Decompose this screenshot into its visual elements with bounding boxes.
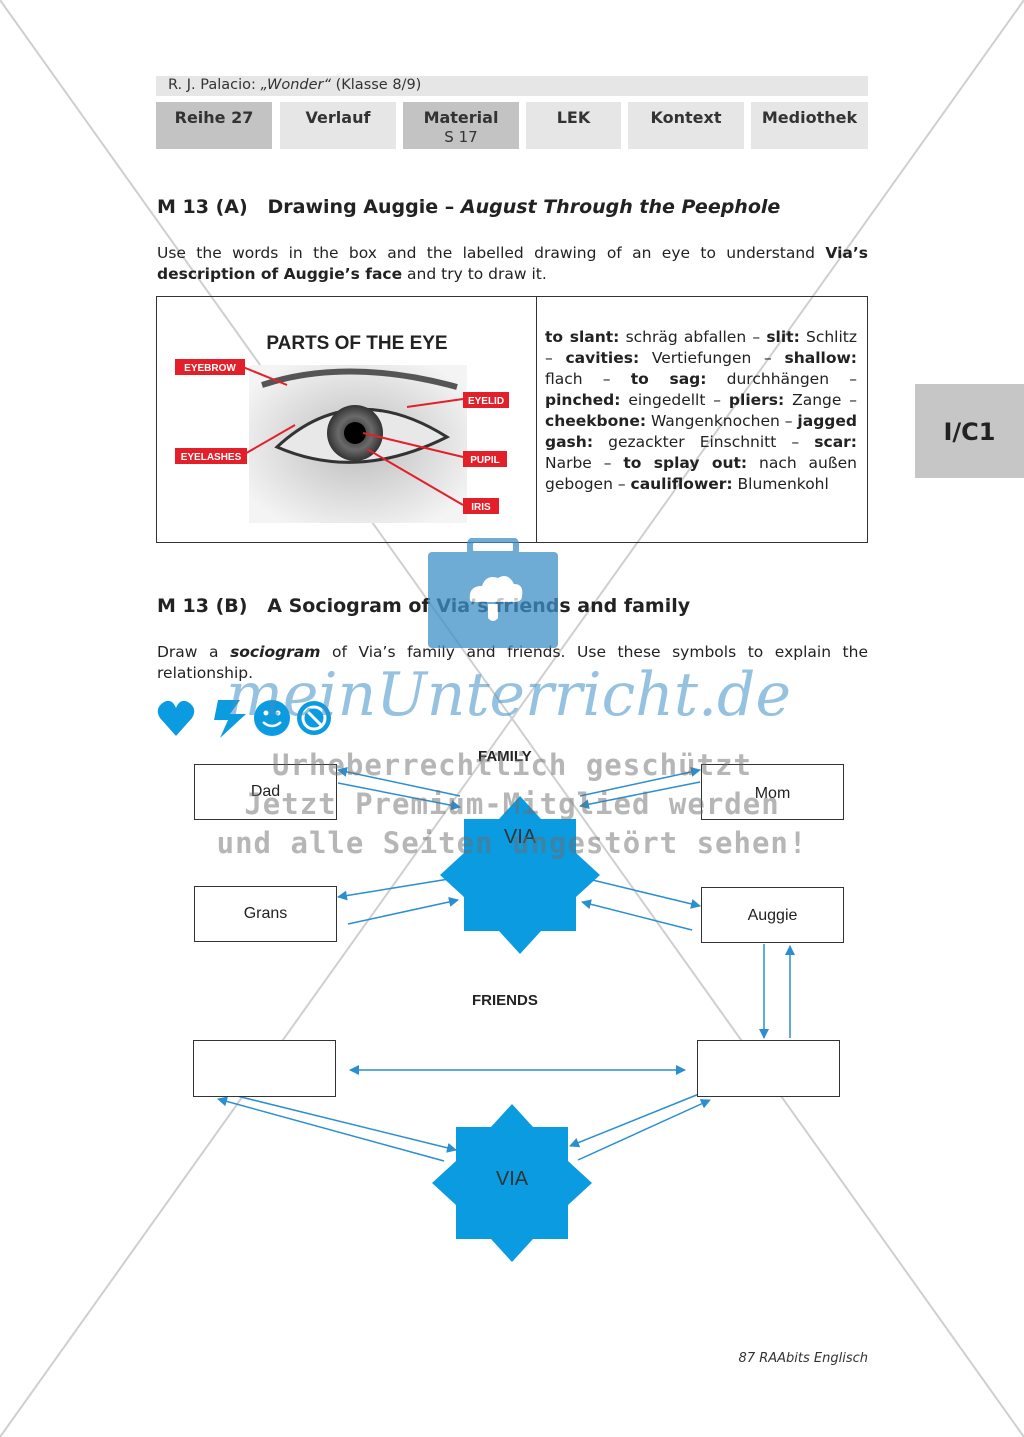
section-a-instruction: Use the words in the box and the labelle… bbox=[157, 244, 868, 283]
footer: 87 RAAbits Englisch bbox=[738, 1351, 868, 1366]
watermark-logo: meinUnterricht.de bbox=[226, 660, 791, 730]
box-dad: Dad bbox=[194, 764, 337, 820]
section-a-heading: M 13 (A) Drawing Auggie – August Through… bbox=[157, 196, 781, 218]
via-star-friends bbox=[432, 1104, 592, 1262]
lightning-icon bbox=[214, 700, 246, 738]
pupil-shape bbox=[344, 422, 366, 444]
tab-verlauf[interactable]: Verlauf bbox=[280, 102, 396, 149]
side-tab: I/C1 bbox=[915, 384, 1024, 478]
family-arrows bbox=[217, 766, 795, 1162]
label-eyelid: EYELID bbox=[468, 396, 504, 407]
via-label-friends: VIA bbox=[495, 1168, 529, 1190]
vocabulary-list: to slant: schräg abfallen – slit: Schlit… bbox=[545, 328, 857, 493]
box-friend-right bbox=[697, 1040, 840, 1097]
box-grans: Grans bbox=[194, 886, 337, 942]
sociogram bbox=[217, 766, 795, 1262]
label-eyebrow: EYEBROW bbox=[184, 363, 236, 374]
watermark-notice: Urheberrechtlich geschützt Jetzt Premium… bbox=[216, 748, 808, 860]
header-bar: R. J. Palacio: „Wonder“ (Klasse 8/9) bbox=[156, 76, 868, 96]
box-mom: Mom bbox=[701, 764, 844, 820]
header-title: R. J. Palacio: „Wonder“ (Klasse 8/9) bbox=[168, 77, 422, 93]
via-label-family: VIA bbox=[503, 826, 537, 848]
label-iris: IRIS bbox=[471, 502, 491, 513]
tab-mediothek[interactable]: Mediothek bbox=[751, 102, 868, 149]
heart-icon bbox=[157, 700, 195, 736]
prohibited-icon bbox=[297, 701, 331, 735]
vocabulary-divider bbox=[536, 297, 537, 542]
tab-kontext[interactable]: Kontext bbox=[628, 102, 744, 149]
eye-figure: PARTS OF THE EYE EYEBROW EYELID EYELASHE… bbox=[175, 333, 509, 523]
label-pupil: PUPIL bbox=[470, 455, 499, 466]
tab-lek[interactable]: LEK bbox=[526, 102, 621, 149]
box-auggie: Auggie bbox=[701, 887, 844, 943]
smiley-icon bbox=[254, 700, 290, 736]
family-label: FAMILY bbox=[478, 748, 532, 765]
box-friend-left bbox=[193, 1040, 336, 1097]
symbol-row bbox=[157, 700, 331, 738]
via-star-family bbox=[440, 796, 600, 954]
eyebrow-shape bbox=[261, 368, 458, 390]
friends-label: FRIENDS bbox=[472, 992, 538, 1009]
section-b-heading: M 13 (B) A Sociogram of Via’s friends an… bbox=[157, 595, 691, 617]
tab-reihe[interactable]: Reihe 27 bbox=[156, 102, 272, 149]
eye-figure-title: PARTS OF THE EYE bbox=[266, 333, 447, 354]
label-eyelashes: EYELASHES bbox=[181, 452, 242, 463]
watermark-briefcase-icon bbox=[428, 538, 558, 648]
vocabulary-box: PARTS OF THE EYE EYEBROW EYELID EYELASHE… bbox=[156, 296, 868, 543]
